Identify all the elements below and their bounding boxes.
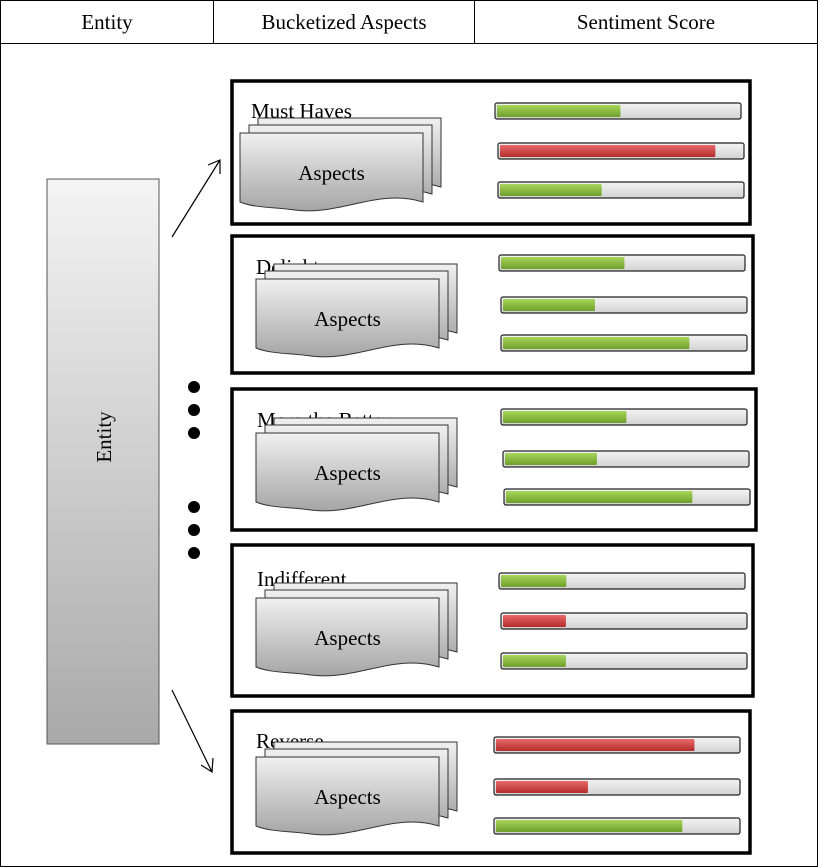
bar-fill-positive (505, 453, 597, 465)
aspects-label: Aspects (314, 461, 381, 485)
entity-label: Entity (92, 411, 116, 463)
sentiment-bar (493, 817, 741, 835)
sentiment-bar (493, 778, 741, 796)
aspects-stack: Aspects (255, 417, 458, 512)
sentiment-bar (494, 102, 742, 120)
aspects-label: Aspects (298, 161, 365, 185)
sentiment-bar (503, 488, 751, 506)
aspects-label: Aspects (314, 307, 381, 331)
sentiment-bar (498, 572, 746, 590)
buckets: Must HavesAspectsDelightersAspectsMore t… (230, 79, 758, 855)
arrow-down (171, 689, 214, 774)
sentiment-bar (500, 296, 748, 314)
sentiment-bar (500, 612, 748, 630)
bucket-2: DelightersAspects (230, 234, 755, 375)
sentiment-bar (497, 142, 745, 160)
bar-fill-positive (503, 411, 627, 423)
bar-fill-positive (496, 820, 683, 832)
aspects-stack: Aspects (255, 582, 458, 677)
sentiment-bar (493, 736, 741, 754)
bucket-3: More the BetterAspects (230, 387, 758, 532)
sentiment-bar (497, 181, 745, 199)
bar-fill-positive (501, 257, 625, 269)
bar-fill-negative (500, 145, 716, 157)
aspects-label: Aspects (314, 626, 381, 650)
arrow-up (171, 159, 221, 238)
bar-fill-positive (497, 105, 621, 117)
sentiment-bar (500, 652, 748, 670)
sentiment-bar (498, 254, 746, 272)
bar-fill-positive (501, 575, 567, 587)
aspect-sheet (255, 432, 440, 512)
bar-fill-positive (506, 491, 693, 503)
aspect-sheet (255, 756, 440, 836)
bar-fill-negative (496, 781, 588, 793)
bar-fill-positive (503, 337, 690, 349)
entity-block: Entity (46, 178, 160, 745)
aspects-stack: Aspects (239, 117, 442, 212)
bar-fill-positive (500, 184, 602, 196)
header-sentiment-score: Sentiment Score (577, 10, 715, 34)
sentiment-bar (500, 408, 748, 426)
aspect-sheet (239, 132, 424, 212)
sentiment-bar (502, 450, 750, 468)
header-entity: Entity (81, 10, 133, 34)
bar-fill-negative (496, 739, 695, 751)
aspect-sheet (255, 278, 440, 358)
sentiment-bar (500, 334, 748, 352)
bar-fill-positive (503, 655, 566, 667)
bar-fill-negative (503, 615, 566, 627)
ellipsis-dots (188, 381, 200, 559)
aspects-stack: Aspects (255, 741, 458, 836)
bar-fill-positive (503, 299, 595, 311)
aspect-sheet (255, 597, 440, 677)
aspects-stack: Aspects (255, 263, 458, 358)
header-bucketized-aspects: Bucketized Aspects (261, 10, 426, 34)
aspects-label: Aspects (314, 785, 381, 809)
